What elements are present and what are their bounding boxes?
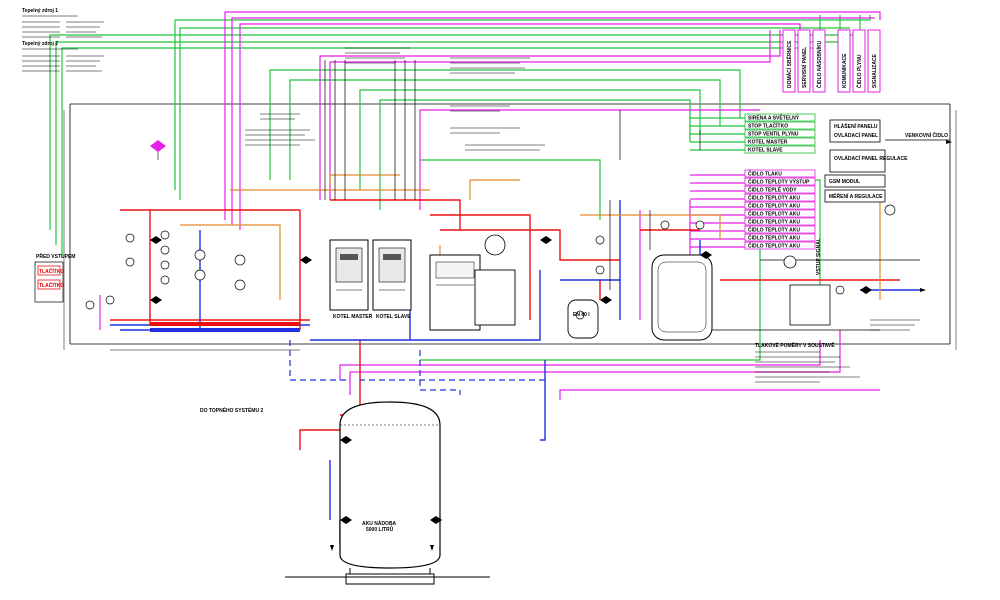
spec-block-1-title: Tepelný zdroj 1	[22, 8, 58, 14]
legend-item-6: ČIDLO TLAKU	[748, 171, 782, 178]
legend-item-14: ČIDLO TEPLOTY AKU	[748, 235, 800, 242]
legend-item-2: STOP TLAČÍTKO	[748, 122, 788, 130]
blue-dashed-pipes	[289, 340, 545, 395]
legend-item-1: SIRÉNA A SVĚTELNÝ	[748, 114, 800, 122]
pumps-valves	[85, 204, 896, 320]
legend-item-12: ČIDLO TEPLOTY AKU	[748, 219, 800, 226]
legend-item-11: ČIDLO TEPLOTY AKU	[748, 211, 800, 218]
lower-note: DO TOPNÉHO SYSTÉMU 2	[200, 406, 263, 414]
indirect-heater	[474, 234, 516, 326]
right-vessel	[783, 255, 831, 326]
top-box-3: ČIDLO NÁSOBNÍKU	[815, 40, 823, 88]
top-box-6: SIGNALIZACE	[872, 53, 878, 88]
alarm-panel-label: HLÁŠENÍ PANELU	[834, 122, 878, 130]
legend-item-5: KOTEL SLAVE	[748, 148, 783, 154]
expansion-vessel-80	[567, 299, 599, 339]
gsm-module-label: GSM MODUL	[829, 179, 860, 185]
legend-item-15: ČIDLO TEPLOTY AKU	[748, 243, 800, 250]
top-box-2: SERVISNÍ PANEL	[800, 47, 808, 88]
top-box-4: KOMUNIKACE	[842, 53, 848, 88]
aku-tank-label-1: AKU NÁDOBA	[362, 520, 397, 527]
gas-water-heater	[429, 254, 481, 331]
measure-label: MĚŘENÍ A REGULACE	[829, 192, 883, 200]
legend-item-8: ČIDLO TEPLÉ VODY	[748, 186, 797, 194]
outlet-arrows	[330, 140, 952, 551]
legend-item-13: ČIDLO TEPLOTY AKU	[748, 227, 800, 234]
gas-meter-symbol	[150, 140, 166, 160]
aku-tank-label-2: 5000 LITRŮ	[366, 525, 394, 533]
top-box-1: DOMÁCÍ SBĚRNICE	[785, 40, 793, 88]
building-outline	[63, 103, 957, 351]
annotation-lines	[245, 47, 920, 383]
legend-item-9: ČIDLO TEPLOTY AKU	[748, 195, 800, 202]
left-manifold	[150, 322, 300, 332]
control-panel-2-label: OVLÁDACÍ PANEL	[834, 131, 878, 139]
small-tank-label: EN 80 l	[573, 312, 590, 318]
signal-label: VSTUP SIGNÁL	[815, 238, 822, 275]
top-right-box-frames	[782, 29, 881, 93]
left-panel-title: PŘED VSTUPEM	[36, 252, 75, 260]
pressure-note: TLAKOVÉ POMĚRY V SOUSTAVĚ	[755, 341, 835, 349]
right-legend-frames	[744, 113, 886, 250]
boiler-1	[329, 239, 369, 311]
aku-tank	[285, 401, 490, 585]
boiler-2	[372, 239, 412, 311]
top-box-5: ČIDLO PLYNU	[856, 54, 863, 88]
spec-block-2-title: Tepelný zdroj 2	[22, 41, 58, 47]
boiler-2-label: KOTEL SLAVE	[376, 314, 411, 320]
left-stop-panel	[34, 261, 64, 303]
legend-item-4: KOTEL MASTER	[748, 140, 788, 146]
legend-item-7: ČIDLO TEPLOTY VÝSTUP	[748, 179, 810, 186]
black-pipes	[324, 60, 950, 331]
boiler-1-label: KOTEL MASTER	[333, 314, 373, 320]
hot-water-cylinder	[651, 254, 713, 341]
spec-text-lines	[22, 15, 104, 72]
legend-item-3: STOP VENTIL PLYNU	[748, 132, 799, 138]
valve-bowties	[150, 236, 872, 524]
legend-item-10: ČIDLO TEPLOTY AKU	[748, 203, 800, 210]
outdoor-sensor-label: VENKOVNÍ ČIDLO	[905, 131, 948, 139]
stop-button-1: TLAČÍTKO	[39, 267, 64, 275]
control-panel-label: OVLÁDACÍ PANEL REGULACE	[834, 154, 908, 162]
stop-button-2: TLAČÍTKO	[39, 281, 64, 289]
